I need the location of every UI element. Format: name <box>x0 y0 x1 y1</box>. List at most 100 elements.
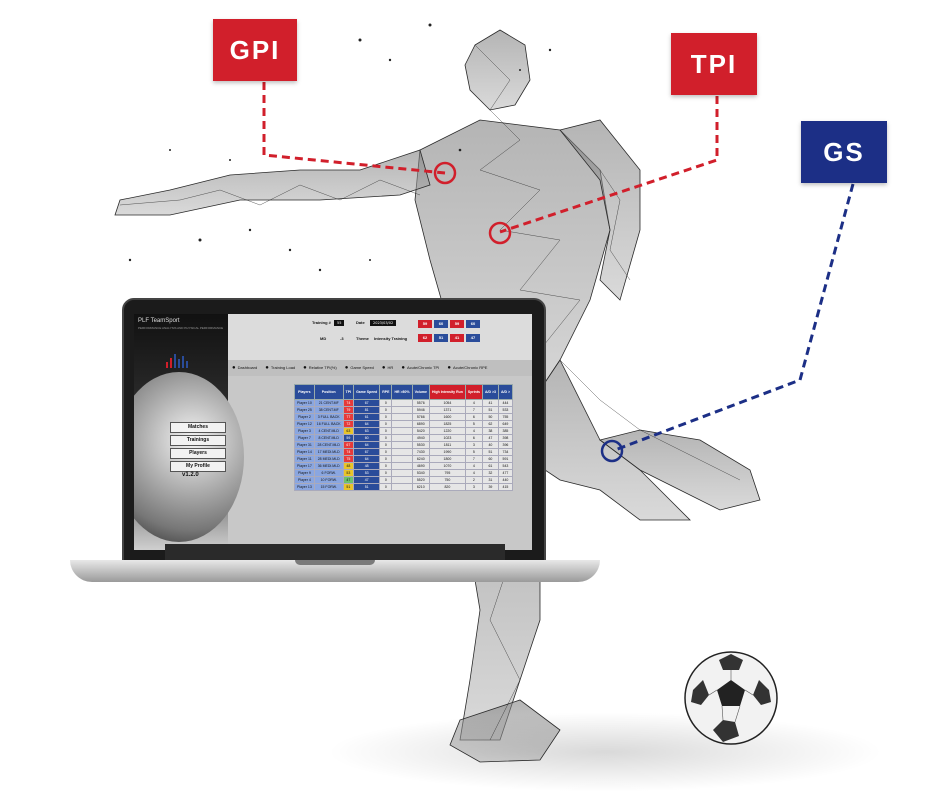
column-header-ad[interactable]: A/D > <box>497 384 513 400</box>
table-cell-sprints: 4 <box>464 469 483 477</box>
table-cell-rpe: 0 <box>379 427 393 435</box>
column-header-players[interactable]: Players <box>294 384 315 400</box>
training-label: Training # <box>312 320 331 325</box>
table-cell-position: 17 MEDI.MLD <box>313 448 344 456</box>
table-cell-sprints: 3 <box>464 483 483 491</box>
indicator-bottom-1: 62 <box>418 334 432 342</box>
table-cell-game-speed: 63 <box>353 427 381 435</box>
table-cell-ad: 444 <box>497 399 513 407</box>
table-cell-player: Player 12 <box>294 420 315 428</box>
column-header-game-speed[interactable]: Game Speed <box>353 384 381 400</box>
column-header-rpe[interactable]: RPE <box>379 384 393 400</box>
nav-trainings[interactable]: Trainings <box>170 435 226 446</box>
table-cell-volume: 5340 <box>411 469 430 477</box>
table-cell-tpi: 72 <box>342 420 355 428</box>
tab-game-speed[interactable]: Game Speed <box>345 365 374 371</box>
table-cell-position: 36 MEDI.MLD <box>313 462 344 470</box>
table-cell-hir: 1023 <box>428 434 466 442</box>
table-cell-volume: 5420 <box>411 427 430 435</box>
table-cell-position: 16 FULL BACK <box>313 420 344 428</box>
table-cell-ad3: 41 <box>481 399 499 407</box>
table-cell-game-speed: 51 <box>353 483 381 491</box>
table-cell-position: 28 CENT.MLD <box>313 441 344 449</box>
table-cell-volume: 5530 <box>411 441 430 449</box>
table-cell-hir: 1800 <box>428 455 466 463</box>
table-cell-hr <box>391 448 413 456</box>
session-header: Training # 55 Date 2023/03/02 MD -3 Them… <box>228 314 532 360</box>
table-cell-tpi: 47 <box>342 476 355 484</box>
gs-label: GS <box>801 121 887 183</box>
laptop-lid: PLF TeamSport PERFORMANCE ANALYSIS AND P… <box>122 298 546 564</box>
table-cell-ad3: 40 <box>481 441 499 449</box>
indicator-top-3: 59 <box>450 320 464 328</box>
column-header-hir[interactable]: High Intensity Run <box>428 384 466 400</box>
tab-hr[interactable]: HR <box>382 365 394 371</box>
nav-players[interactable]: Players <box>170 448 226 459</box>
tab-relative-tpi[interactable]: Relative TPI(%) <box>303 365 337 371</box>
table-cell-player: Player 11 <box>294 455 315 463</box>
table-cell-ad: 398 <box>497 434 513 442</box>
table-cell-hir: 1990 <box>428 448 466 456</box>
column-header-hr[interactable]: HR >80% <box>391 384 413 400</box>
table-cell-player: Player 31 <box>294 441 315 449</box>
table-cell-game-speed: 67 <box>353 448 381 456</box>
ground-shadow <box>325 712 885 792</box>
table-cell-player: Player 3 <box>294 427 315 435</box>
table-cell-hr <box>391 455 413 463</box>
table-cell-player: Player 4 <box>294 476 315 484</box>
tab-acute-chronic-rpe[interactable]: Acute/Chronic RPE <box>447 365 487 371</box>
table-cell-rpe: 0 <box>379 483 393 491</box>
column-header-volume[interactable]: Volume <box>411 384 430 400</box>
table-cell-hir: 750 <box>428 476 466 484</box>
tab-acute-chronic-tpi[interactable]: Acute/Chronic TPI <box>401 365 439 371</box>
table-cell-position: 15 FORW. <box>313 483 344 491</box>
md-value: -3 <box>340 336 344 341</box>
table-cell-hr <box>391 483 413 491</box>
nav-my-profile[interactable]: My Profile <box>170 461 226 472</box>
table-cell-ad: 396 <box>497 441 513 449</box>
table-cell-rpe: 0 <box>379 462 393 470</box>
table-cell-player: Player 17 <box>294 462 315 470</box>
table-cell-sprints: 2 <box>464 476 483 484</box>
soccer-ball-icon <box>684 651 778 745</box>
table-cell-ad3: 31 <box>481 476 499 484</box>
table-cell-volume: 5946 <box>411 406 430 414</box>
laptop-screen: PLF TeamSport PERFORMANCE ANALYSIS AND P… <box>134 314 532 550</box>
tab-dashboard[interactable]: Dashboard <box>232 365 258 371</box>
tab-training-load[interactable]: Training Load <box>265 365 295 371</box>
table-cell-sprints: 5 <box>464 420 483 428</box>
table-cell-hr <box>391 413 413 421</box>
table-cell-tpi: 53 <box>342 469 355 477</box>
table-cell-volume: 5520 <box>411 476 430 484</box>
date-select[interactable]: 2023/03/02 <box>370 320 397 326</box>
gs-marker <box>600 439 624 463</box>
table-cell-rpe: 0 <box>379 413 393 421</box>
column-header-tpi[interactable]: TPI <box>342 384 355 400</box>
table-cell-player: Player 25 <box>294 406 315 414</box>
column-header-ad3[interactable]: A/D >3 <box>481 384 499 400</box>
nav-matches[interactable]: Matches <box>170 422 226 433</box>
table-cell-game-speed: 60 <box>353 434 381 442</box>
table-cell-ad: 755 <box>497 413 513 421</box>
table-cell-game-speed: 48 <box>353 462 381 470</box>
table-cell-sprints: 5 <box>464 448 483 456</box>
gpi-marker <box>433 161 457 185</box>
app-version: v1.2.0 <box>182 472 199 478</box>
column-header-sprints[interactable]: Sprints <box>464 384 483 400</box>
table-cell-player: Player 9 <box>294 469 315 477</box>
column-header-position[interactable]: Position <box>313 384 344 400</box>
training-select[interactable]: 55 <box>334 320 345 326</box>
